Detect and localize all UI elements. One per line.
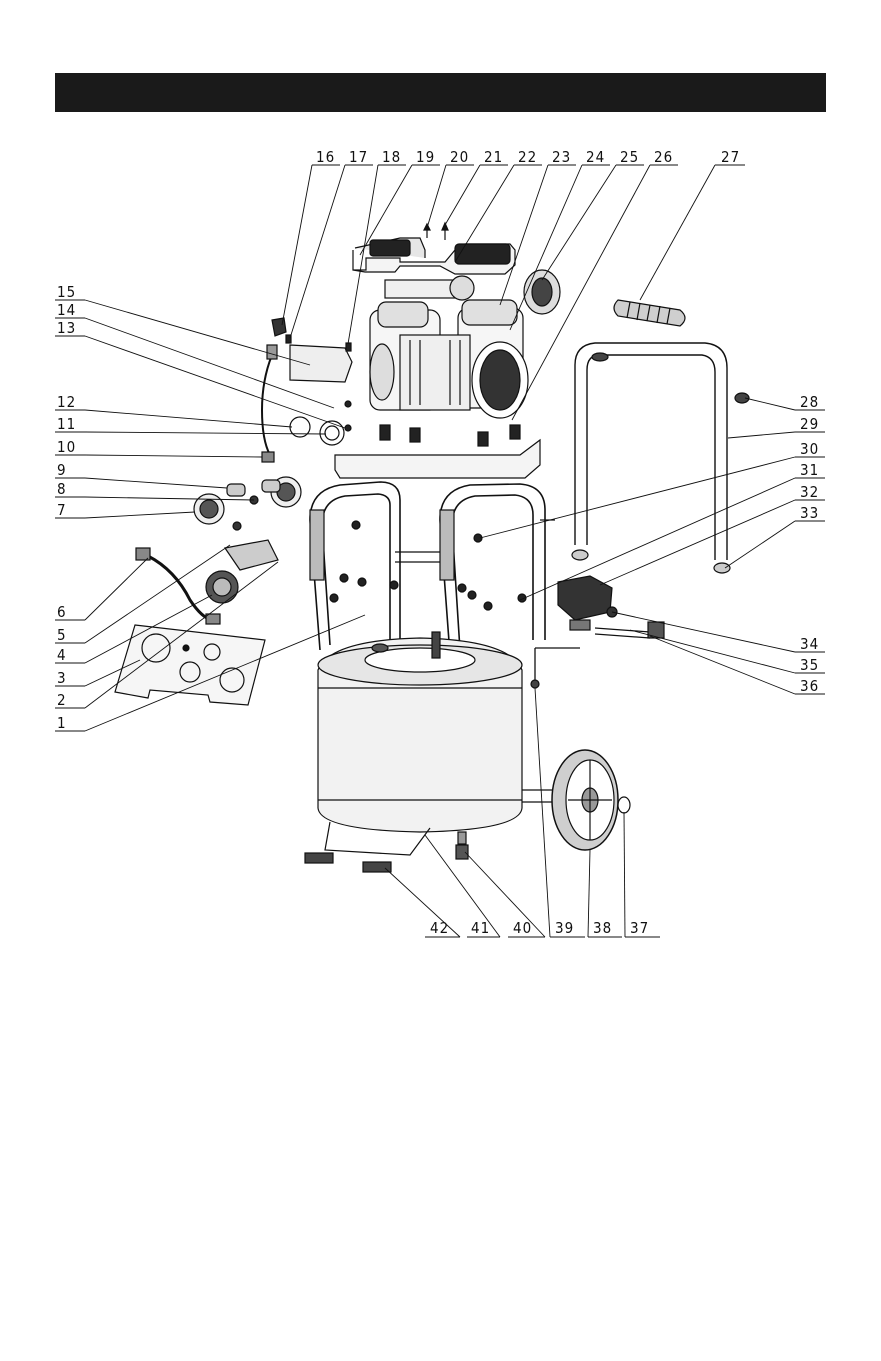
air-filter-part [524,270,560,314]
callout-34: 34 [800,635,819,653]
callout-6: 6 [57,603,67,621]
callout-16: 16 [316,148,335,166]
callout-23: 23 [552,148,571,166]
callout-19: 19 [416,148,435,166]
callout-18: 18 [382,148,401,166]
callout-32: 32 [800,483,819,501]
callout-4: 4 [57,646,67,664]
drain-valve-part [456,832,468,859]
callout-39: 39 [555,919,574,937]
outlet-tube-part [531,648,580,688]
callout-25: 25 [620,148,639,166]
callout-42: 42 [430,919,449,937]
callout-11: 11 [57,415,76,433]
callout-30: 30 [800,440,819,458]
callout-24: 24 [586,148,605,166]
callout-33: 33 [800,504,819,522]
handle-frame-part [572,343,749,573]
callout-40: 40 [513,919,532,937]
air-tank-part [318,632,522,832]
callout-7: 7 [57,501,67,519]
callout-2: 2 [57,691,67,709]
motor-pump-assembly-part [370,300,528,418]
wheel-cap-part [618,797,630,813]
callout-5: 5 [57,626,67,644]
control-panel-part [115,625,265,705]
manifold-assembly-part [194,477,301,603]
callout-20: 20 [450,148,469,166]
callout-38: 38 [593,919,612,937]
discharge-tube-part [262,318,352,462]
callout-36: 36 [800,677,819,695]
callout-3: 3 [57,669,67,687]
callout-14: 14 [57,301,76,319]
callout-13: 13 [57,319,76,337]
wheel-part [552,750,618,850]
callout-9: 9 [57,461,67,479]
frame-bolts-part [330,521,526,610]
callout-15: 15 [57,283,76,301]
callout-37: 37 [630,919,649,937]
callout-31: 31 [800,461,819,479]
callout-12: 12 [57,393,76,411]
pressure-switch-part [558,576,612,630]
callout-29: 29 [800,415,819,433]
callout-28: 28 [800,393,819,411]
shroud-cover-part [353,238,515,300]
callout-26: 26 [654,148,673,166]
callout-41: 41 [471,919,490,937]
handle-grip-part [614,300,685,326]
callout-10: 10 [57,438,76,456]
parts-drawing [115,223,749,872]
callout-35: 35 [800,656,819,674]
callout-21: 21 [484,148,503,166]
callout-1: 1 [57,714,67,732]
mounting-plate-part [335,425,540,478]
callout-17: 17 [349,148,368,166]
roll-frame-part [310,482,555,655]
callout-8: 8 [57,480,67,498]
callout-27: 27 [721,148,740,166]
callout-22: 22 [518,148,537,166]
